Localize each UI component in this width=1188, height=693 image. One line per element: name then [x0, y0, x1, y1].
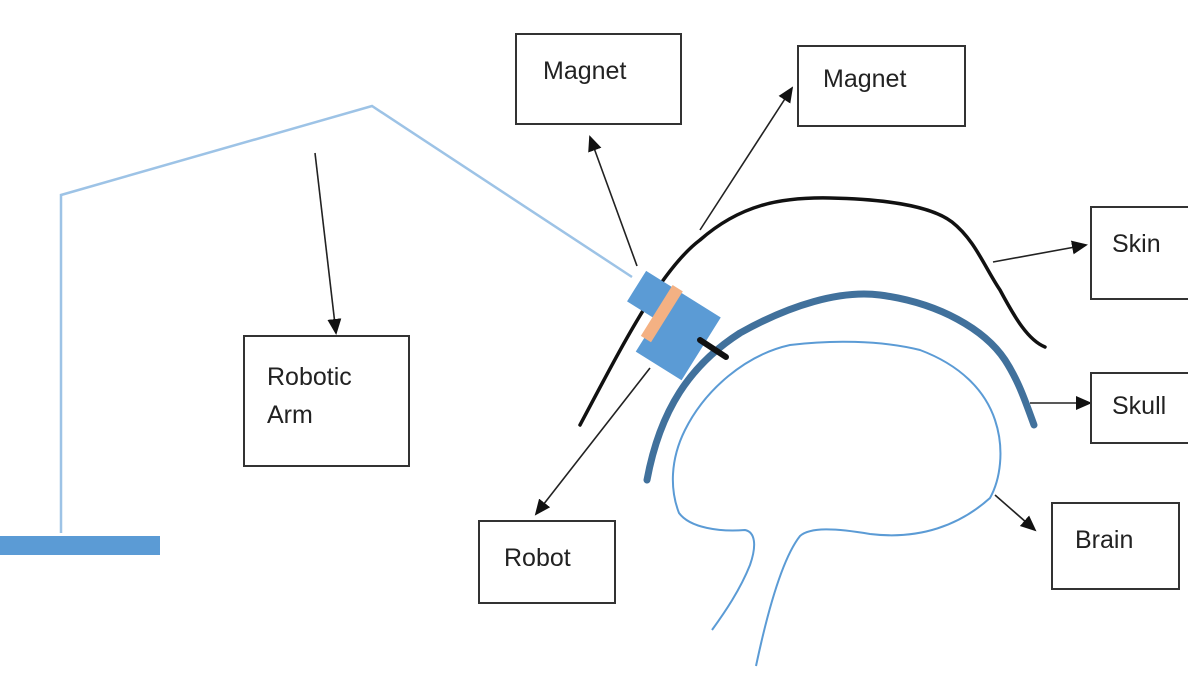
skin-curve [578, 196, 1047, 427]
arrow-to-robotic-arm [314, 152, 342, 335]
arrow-to-magnet-left [588, 135, 638, 267]
arrow-to-brain [994, 494, 1037, 532]
label-robot: Robot [504, 544, 571, 572]
label-box-robot: Robot [478, 520, 616, 604]
brain-outline [671, 340, 1002, 667]
robot-probe [697, 337, 729, 360]
label-skin: Skin [1112, 230, 1161, 258]
arrow-to-robot [534, 367, 651, 516]
label-box-robotic-arm: Robotic Arm [243, 335, 410, 467]
magnet-strip [640, 285, 683, 343]
label-box-skull: Skull [1090, 372, 1188, 444]
label-brain: Brain [1075, 526, 1134, 554]
arrow-to-magnet-right [699, 86, 794, 231]
label-box-magnet-right: Magnet [797, 45, 966, 127]
robotic-arm-line [59, 104, 633, 533]
label-box-skin: Skin [1090, 206, 1188, 300]
label-magnet-left: Magnet [543, 57, 627, 85]
robot-block-front [635, 288, 721, 381]
robotic-arm-base [0, 536, 160, 555]
label-magnet-right: Magnet [823, 65, 907, 93]
label-skull: Skull [1112, 392, 1167, 420]
robotic-arm [0, 104, 633, 555]
label-box-magnet-left: Magnet [515, 33, 682, 125]
label-box-brain: Brain [1051, 502, 1180, 590]
label-robotic-arm-line2: Arm [267, 400, 313, 429]
label-robotic-arm-line1: Robotic [267, 363, 352, 391]
skull-curve [643, 290, 1038, 484]
arrow-to-skin [992, 240, 1088, 263]
robot-device [627, 270, 721, 381]
